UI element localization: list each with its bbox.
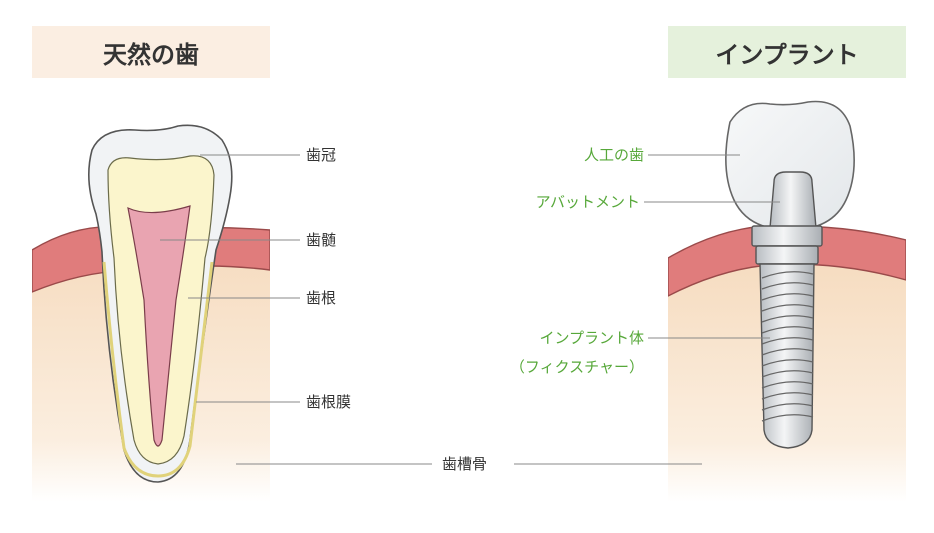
periodontal-ligament (102, 261, 214, 478)
implant-thread (761, 293, 814, 301)
implant-title: インプラント (668, 26, 906, 78)
implant-thread (761, 315, 814, 323)
label-alveolar-bone: 歯槽骨 (442, 455, 488, 473)
implant-thread (761, 271, 814, 279)
implant-threads (761, 271, 814, 422)
implant-thread (761, 337, 814, 345)
abutment (769, 171, 817, 229)
implant-collar-lower (755, 245, 819, 265)
pulp (127, 205, 191, 447)
label-artificial-tooth: 人工の歯 (583, 146, 644, 164)
implant-body (759, 263, 815, 449)
label-fixture: インプラント体 (539, 329, 644, 347)
implant-thread (761, 403, 814, 411)
label-ligament: 歯根膜 (306, 393, 352, 411)
label-root: 歯根 (306, 289, 337, 307)
implant-thread (761, 392, 814, 400)
implant-thread (761, 282, 814, 290)
implant-thread (761, 381, 814, 389)
implant-thread (761, 414, 814, 422)
implant-thread (761, 348, 814, 356)
implant-thread (761, 326, 814, 334)
natural-tooth-illustration (32, 124, 270, 502)
natural-tooth-title: 天然の歯 (32, 26, 270, 78)
label-fixture-alt: （フィクスチャー） (509, 358, 644, 376)
implant-collar (751, 225, 823, 247)
label-abutment: アバットメント (535, 193, 640, 211)
implant-thread (761, 359, 814, 367)
label-crown: 歯冠 (306, 146, 337, 164)
implant-thread (761, 370, 814, 378)
implant-thread (761, 304, 814, 312)
label-pulp: 歯髄 (306, 231, 337, 249)
